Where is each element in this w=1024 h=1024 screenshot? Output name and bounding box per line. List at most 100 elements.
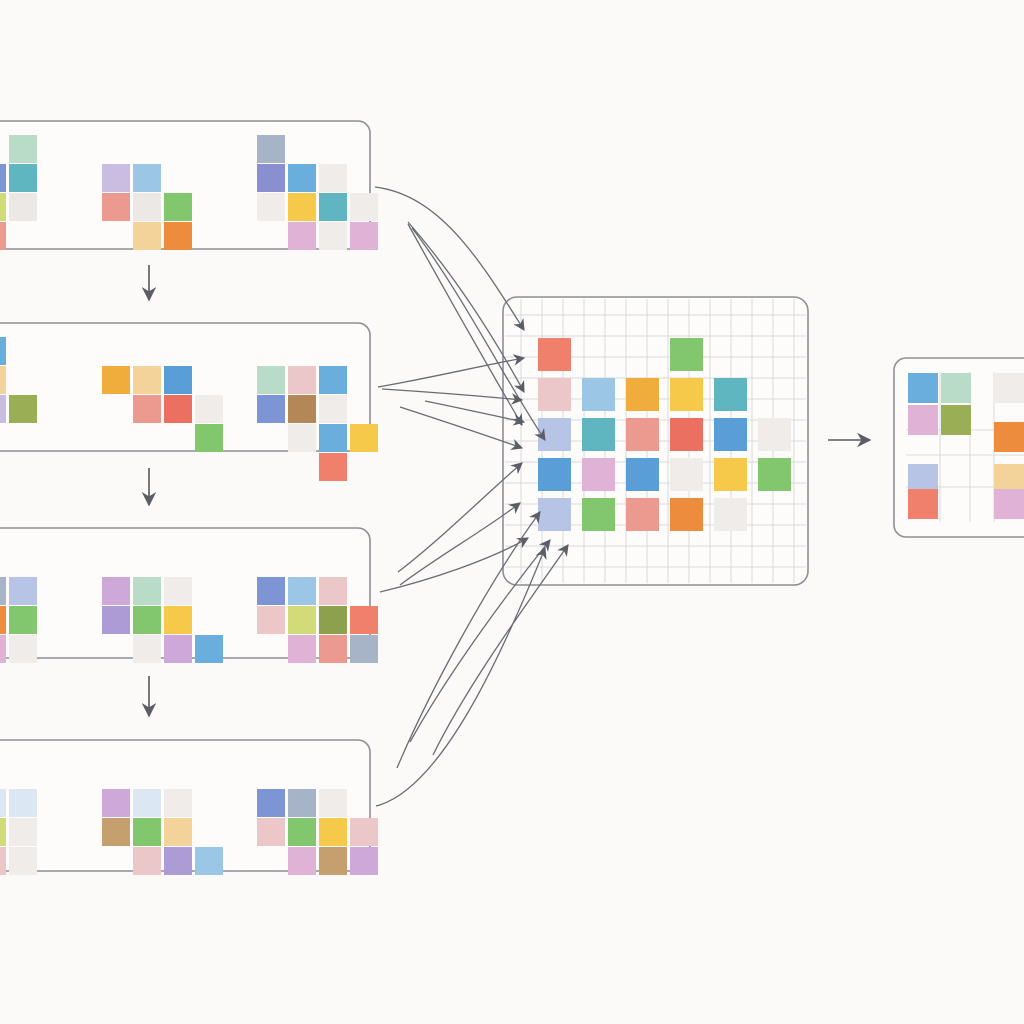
color-tile — [133, 577, 161, 605]
color-tile — [319, 366, 347, 394]
grid-tile — [714, 418, 747, 451]
color-tile — [9, 395, 37, 423]
connector-arrow — [411, 227, 546, 441]
grid-tile — [538, 418, 571, 451]
color-tile — [350, 222, 378, 250]
color-tile — [164, 847, 192, 875]
grid-tile — [670, 378, 703, 411]
grid-tile — [758, 418, 791, 451]
color-tile — [102, 577, 130, 605]
source-panel-3 — [0, 527, 378, 663]
color-tile — [257, 577, 285, 605]
color-tile — [133, 395, 161, 423]
color-tile — [102, 164, 130, 192]
color-tile — [0, 818, 6, 846]
central-grid-tiles — [538, 338, 791, 531]
color-tile — [9, 577, 37, 605]
color-tile — [319, 453, 347, 481]
color-tile — [164, 789, 192, 817]
grid-tile — [626, 418, 659, 451]
output-tile — [941, 405, 971, 435]
color-tile — [257, 366, 285, 394]
color-tile — [0, 847, 6, 875]
source-panel-4-tiles — [0, 789, 378, 875]
color-tile — [350, 606, 378, 634]
color-tile — [164, 606, 192, 634]
source-panel-4 — [0, 739, 378, 875]
grid-tile — [714, 498, 747, 531]
source-panel-2 — [0, 322, 378, 481]
color-tile — [195, 395, 223, 423]
color-tile — [319, 193, 347, 221]
source-panel-3-tiles — [0, 577, 378, 663]
grid-tile — [714, 378, 747, 411]
color-tile — [9, 135, 37, 163]
color-tile — [288, 847, 316, 875]
color-tile — [133, 606, 161, 634]
color-tile — [0, 789, 6, 817]
color-tile — [9, 606, 37, 634]
color-tile — [133, 222, 161, 250]
grid-tile — [582, 498, 615, 531]
output-tile — [994, 422, 1024, 452]
connector-arrow — [377, 354, 526, 388]
grid-tile — [714, 458, 747, 491]
connector-arrow — [424, 400, 526, 426]
connector-arrow — [409, 539, 551, 743]
color-tile — [288, 789, 316, 817]
output-tile — [994, 489, 1024, 519]
color-tile — [257, 818, 285, 846]
color-tile — [257, 164, 285, 192]
color-tile — [133, 818, 161, 846]
output-tile — [994, 373, 1024, 403]
color-tile — [257, 789, 285, 817]
connector-arrow — [407, 223, 523, 427]
color-tile — [9, 789, 37, 817]
color-tile — [350, 635, 378, 663]
color-tile — [102, 818, 130, 846]
connector-arrow — [399, 502, 521, 586]
color-tile — [288, 395, 316, 423]
color-tile — [133, 193, 161, 221]
grid-tile — [626, 498, 659, 531]
color-tile — [319, 606, 347, 634]
color-tile — [133, 847, 161, 875]
color-tile — [195, 424, 223, 452]
color-tile — [9, 193, 37, 221]
connector-arrow — [399, 406, 524, 451]
output-tile — [908, 373, 938, 403]
color-tile — [319, 818, 347, 846]
connector-arrows — [374, 186, 569, 807]
color-tile — [133, 635, 161, 663]
color-tile — [319, 164, 347, 192]
color-tile — [319, 395, 347, 423]
color-tile — [9, 818, 37, 846]
color-tile — [9, 635, 37, 663]
color-tile — [164, 577, 192, 605]
output-panel-tiles — [908, 373, 1024, 519]
connector-arrow — [432, 544, 569, 756]
color-tile — [350, 847, 378, 875]
grid-tile — [670, 418, 703, 451]
color-tile — [319, 789, 347, 817]
color-tile — [288, 606, 316, 634]
connector-arrow — [374, 186, 525, 331]
color-tile — [164, 818, 192, 846]
grid-tile — [626, 458, 659, 491]
color-tile — [288, 366, 316, 394]
connector-arrow — [381, 388, 524, 405]
color-tile — [288, 577, 316, 605]
color-tile — [102, 606, 130, 634]
source-panel-1 — [0, 120, 378, 250]
grid-tile — [670, 338, 703, 371]
color-tile — [9, 164, 37, 192]
grid-tile — [538, 498, 571, 531]
color-tile — [288, 164, 316, 192]
color-tile — [319, 424, 347, 452]
color-tile — [288, 818, 316, 846]
color-tile — [195, 635, 223, 663]
color-tile — [257, 135, 285, 163]
color-tile — [257, 395, 285, 423]
grid-tile — [538, 338, 571, 371]
grid-tile — [582, 378, 615, 411]
